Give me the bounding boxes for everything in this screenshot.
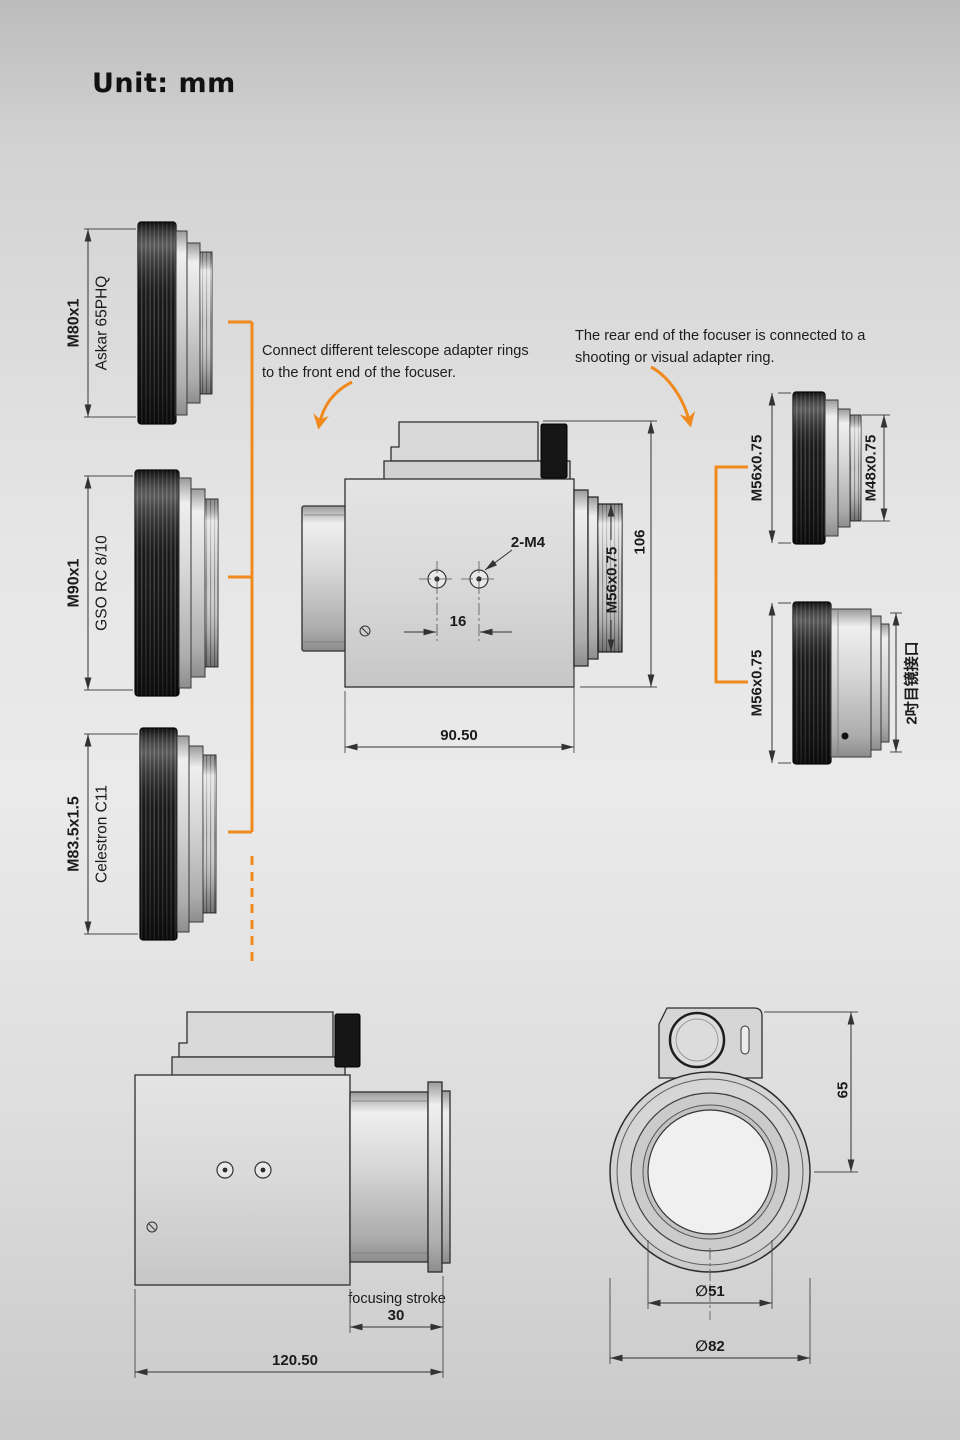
front-knob — [668, 1011, 726, 1069]
2inch-front-thread-label: M56x0.75 — [749, 650, 766, 717]
askar-thread-label: M80x1 — [66, 298, 83, 347]
focuser-top-rail — [390, 421, 539, 462]
celestron-thread-label: M83.5x1.5 — [66, 796, 83, 872]
adapter-celestron-drawing: M83.5x1.5 Celestron C11 — [66, 727, 217, 941]
askar-telescope-label: Askar 65PHQ — [94, 276, 111, 371]
outer-diameter-dimension: ∅82 — [695, 1338, 725, 1355]
unit-label: Unit: mm — [92, 68, 236, 99]
inner-diameter-dimension: ∅51 — [695, 1283, 725, 1300]
rear-connection-note: The rear end of the focuser is connected… — [575, 328, 866, 366]
m48-front-thread-label: M56x0.75 — [749, 435, 766, 502]
focuser-side-view — [301, 421, 623, 688]
front-pointer-arrow — [313, 380, 353, 430]
length-dimension: 90.50 — [440, 727, 478, 744]
extended-body — [134, 1074, 351, 1286]
front-bore — [647, 1109, 773, 1235]
2inch-eyepiece-label: 2吋目镜接口 — [903, 641, 921, 724]
gso-thread-label: M90x1 — [66, 558, 83, 607]
focuser-front-view — [609, 1007, 811, 1273]
extended-clamp-knob — [334, 1013, 361, 1068]
front-adapter-connector — [228, 320, 254, 966]
bracket-height-dimension: 65 — [835, 1082, 852, 1099]
mounting-hole — [254, 1161, 272, 1179]
focuser-side-dimensions: 2-M4 16 M56x0.75 106 90.50 — [344, 420, 657, 753]
mounting-hole — [419, 561, 455, 641]
height-dimension: 106 — [632, 529, 649, 554]
total-length-dimension: 120.50 — [272, 1352, 318, 1369]
mounting-hole — [216, 1161, 234, 1179]
focuser-extended-view — [134, 1011, 451, 1286]
focuser-front-dimensions: 65 ∅51 ∅82 — [609, 1011, 858, 1364]
rear-adapter-connector — [714, 465, 748, 684]
hole-spacing-dimension: 16 — [450, 613, 467, 630]
adapter-2inch-drawing: M56x0.75 2吋目镜接口 — [749, 601, 921, 765]
thumbscrew-hole — [841, 732, 849, 740]
extended-drawtube — [349, 1091, 429, 1263]
rear-pointer-arrow — [650, 365, 696, 428]
extended-top-rail — [178, 1011, 334, 1058]
bracket-slot — [740, 1025, 750, 1055]
set-screw — [359, 625, 371, 637]
focuser-front-snout — [301, 505, 347, 652]
rear-thread-label: M56x0.75 — [604, 547, 621, 614]
focusing-stroke-label: focusing stroke — [348, 1291, 446, 1307]
holes-leader-line — [484, 549, 513, 571]
mounting-hole — [461, 561, 497, 641]
2inch-barrel — [830, 608, 872, 758]
celestron-telescope-label: Celestron C11 — [94, 785, 111, 883]
drawtube-flange — [427, 1081, 443, 1273]
focuser-extended-dimensions: focusing stroke 30 120.50 — [134, 1276, 446, 1378]
adapter-gso-drawing: M90x1 GSO RC 8/10 — [66, 469, 219, 697]
front-connection-note: Connect different telescope adapter ring… — [262, 343, 529, 381]
stroke-dimension: 30 — [388, 1307, 405, 1324]
m48-rear-thread-label: M48x0.75 — [863, 435, 880, 502]
askar-knurl-shading — [138, 222, 176, 424]
adapter-m48-drawing: M56x0.75 M48x0.75 — [749, 391, 890, 545]
gso-telescope-label: GSO RC 8/10 — [94, 535, 111, 631]
focuser-body — [344, 478, 575, 688]
adapter-askar-drawing: M80x1 Askar 65PHQ — [66, 221, 213, 425]
focuser-clamp-knob — [540, 423, 568, 479]
holes-label: 2-M4 — [511, 534, 546, 551]
set-screw — [146, 1221, 158, 1233]
rear-flange — [573, 489, 589, 667]
